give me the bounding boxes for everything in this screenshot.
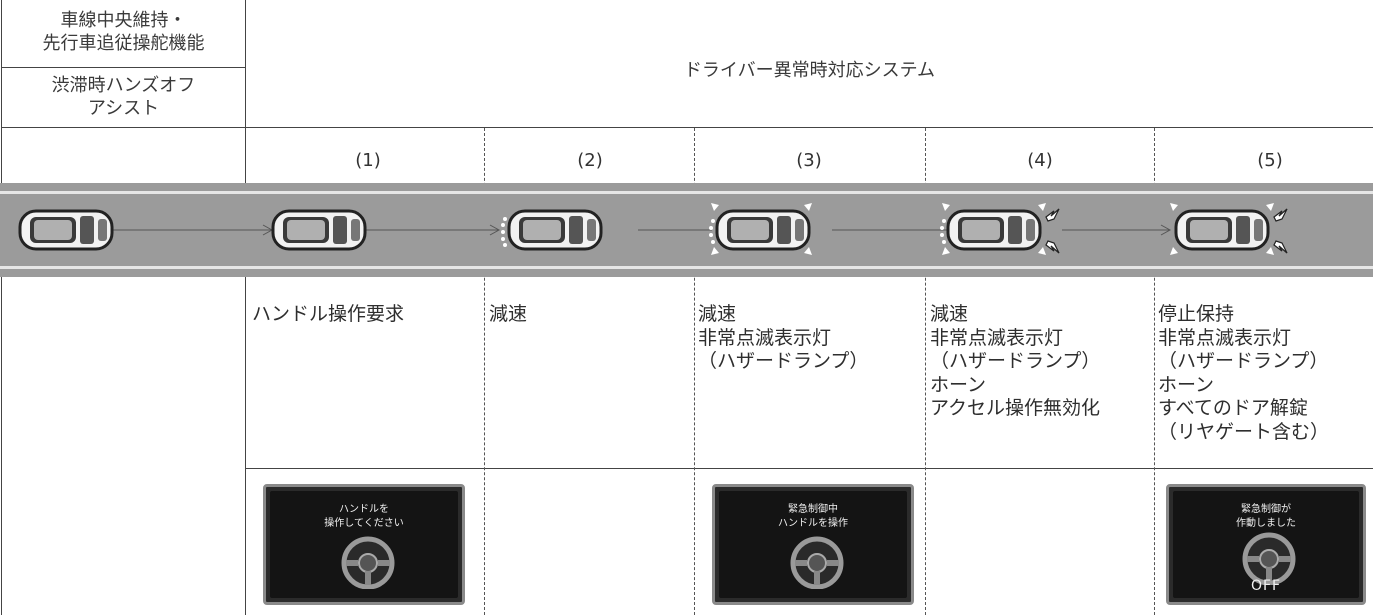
header-column-divider <box>245 0 246 615</box>
header-bottom-border <box>1 127 1373 128</box>
step-description-2: 減速 <box>489 303 528 325</box>
step-number-2: (2) <box>577 150 603 171</box>
step-number-5: (5) <box>1257 150 1283 171</box>
flow-arrows <box>113 224 1172 236</box>
step-divider-3-4 <box>925 128 926 615</box>
step-number-4: (4) <box>1027 150 1053 171</box>
step-divider-4-5 <box>1154 128 1155 615</box>
left-table-border <box>1 0 2 615</box>
steering-wheel-icon <box>1242 532 1296 585</box>
step-divider-2-3 <box>694 128 695 615</box>
step-description-5: 停止保持 非常点滅表示灯 （ハザードランプ） ホーン すべてのドア解錠 （リヤゲ… <box>1158 303 1330 443</box>
car-icon <box>946 209 1042 251</box>
screen-status-off: OFF <box>1250 578 1282 594</box>
display-screen-handle-request: ハンドルを 操作してください <box>263 484 465 605</box>
steering-wheel-icon <box>790 536 844 589</box>
road-diagram <box>18 203 1288 255</box>
screen-message: 緊急制御が 作動しました <box>1236 504 1296 529</box>
step-divider-1-2 <box>484 128 485 615</box>
car-icon <box>18 209 114 251</box>
screen-message: 緊急制御中 ハンドルを操作 <box>778 504 848 529</box>
step-number-1: (1) <box>355 150 381 171</box>
steering-wheel-icon <box>341 536 395 589</box>
screen-message: ハンドルを 操作してください <box>324 504 404 529</box>
horn-icon <box>1045 208 1060 254</box>
brake-light-icon <box>709 219 715 244</box>
horn-icon <box>1273 208 1288 254</box>
step-description-1: ハンドル操作要求 <box>252 303 405 325</box>
step-description-3: 減速 非常点滅表示灯 （ハザードランプ） <box>698 303 869 372</box>
feature-name-hands-off-assist: 渋滞時ハンズオフ アシスト <box>51 75 196 119</box>
road-edge-bottom <box>0 266 1373 269</box>
car-icon <box>271 209 367 251</box>
feature-name-lane-keeping: 車線中央維持・ 先行車追従操舵機能 <box>42 10 205 54</box>
header-inner-divider <box>1 67 245 68</box>
road-edge-top <box>0 191 1373 194</box>
car-icon <box>715 209 811 251</box>
brake-light-icon <box>940 219 946 244</box>
brake-light-icon <box>501 217 507 247</box>
system-title: ドライバー異常時対応システム <box>683 60 936 81</box>
display-screen-emergency-control: 緊急制御中 ハンドルを操作 <box>712 484 914 605</box>
car-icon <box>1174 209 1270 251</box>
display-screen-emergency-activated: 緊急制御が 作動しました OFF <box>1166 484 1366 605</box>
step-description-4: 減速 非常点滅表示灯 （ハザードランプ） ホーン アクセル操作無効化 <box>930 303 1101 419</box>
description-row-bottom-border <box>245 468 1373 469</box>
car-icon <box>507 209 603 251</box>
step-number-3: (3) <box>796 150 822 171</box>
